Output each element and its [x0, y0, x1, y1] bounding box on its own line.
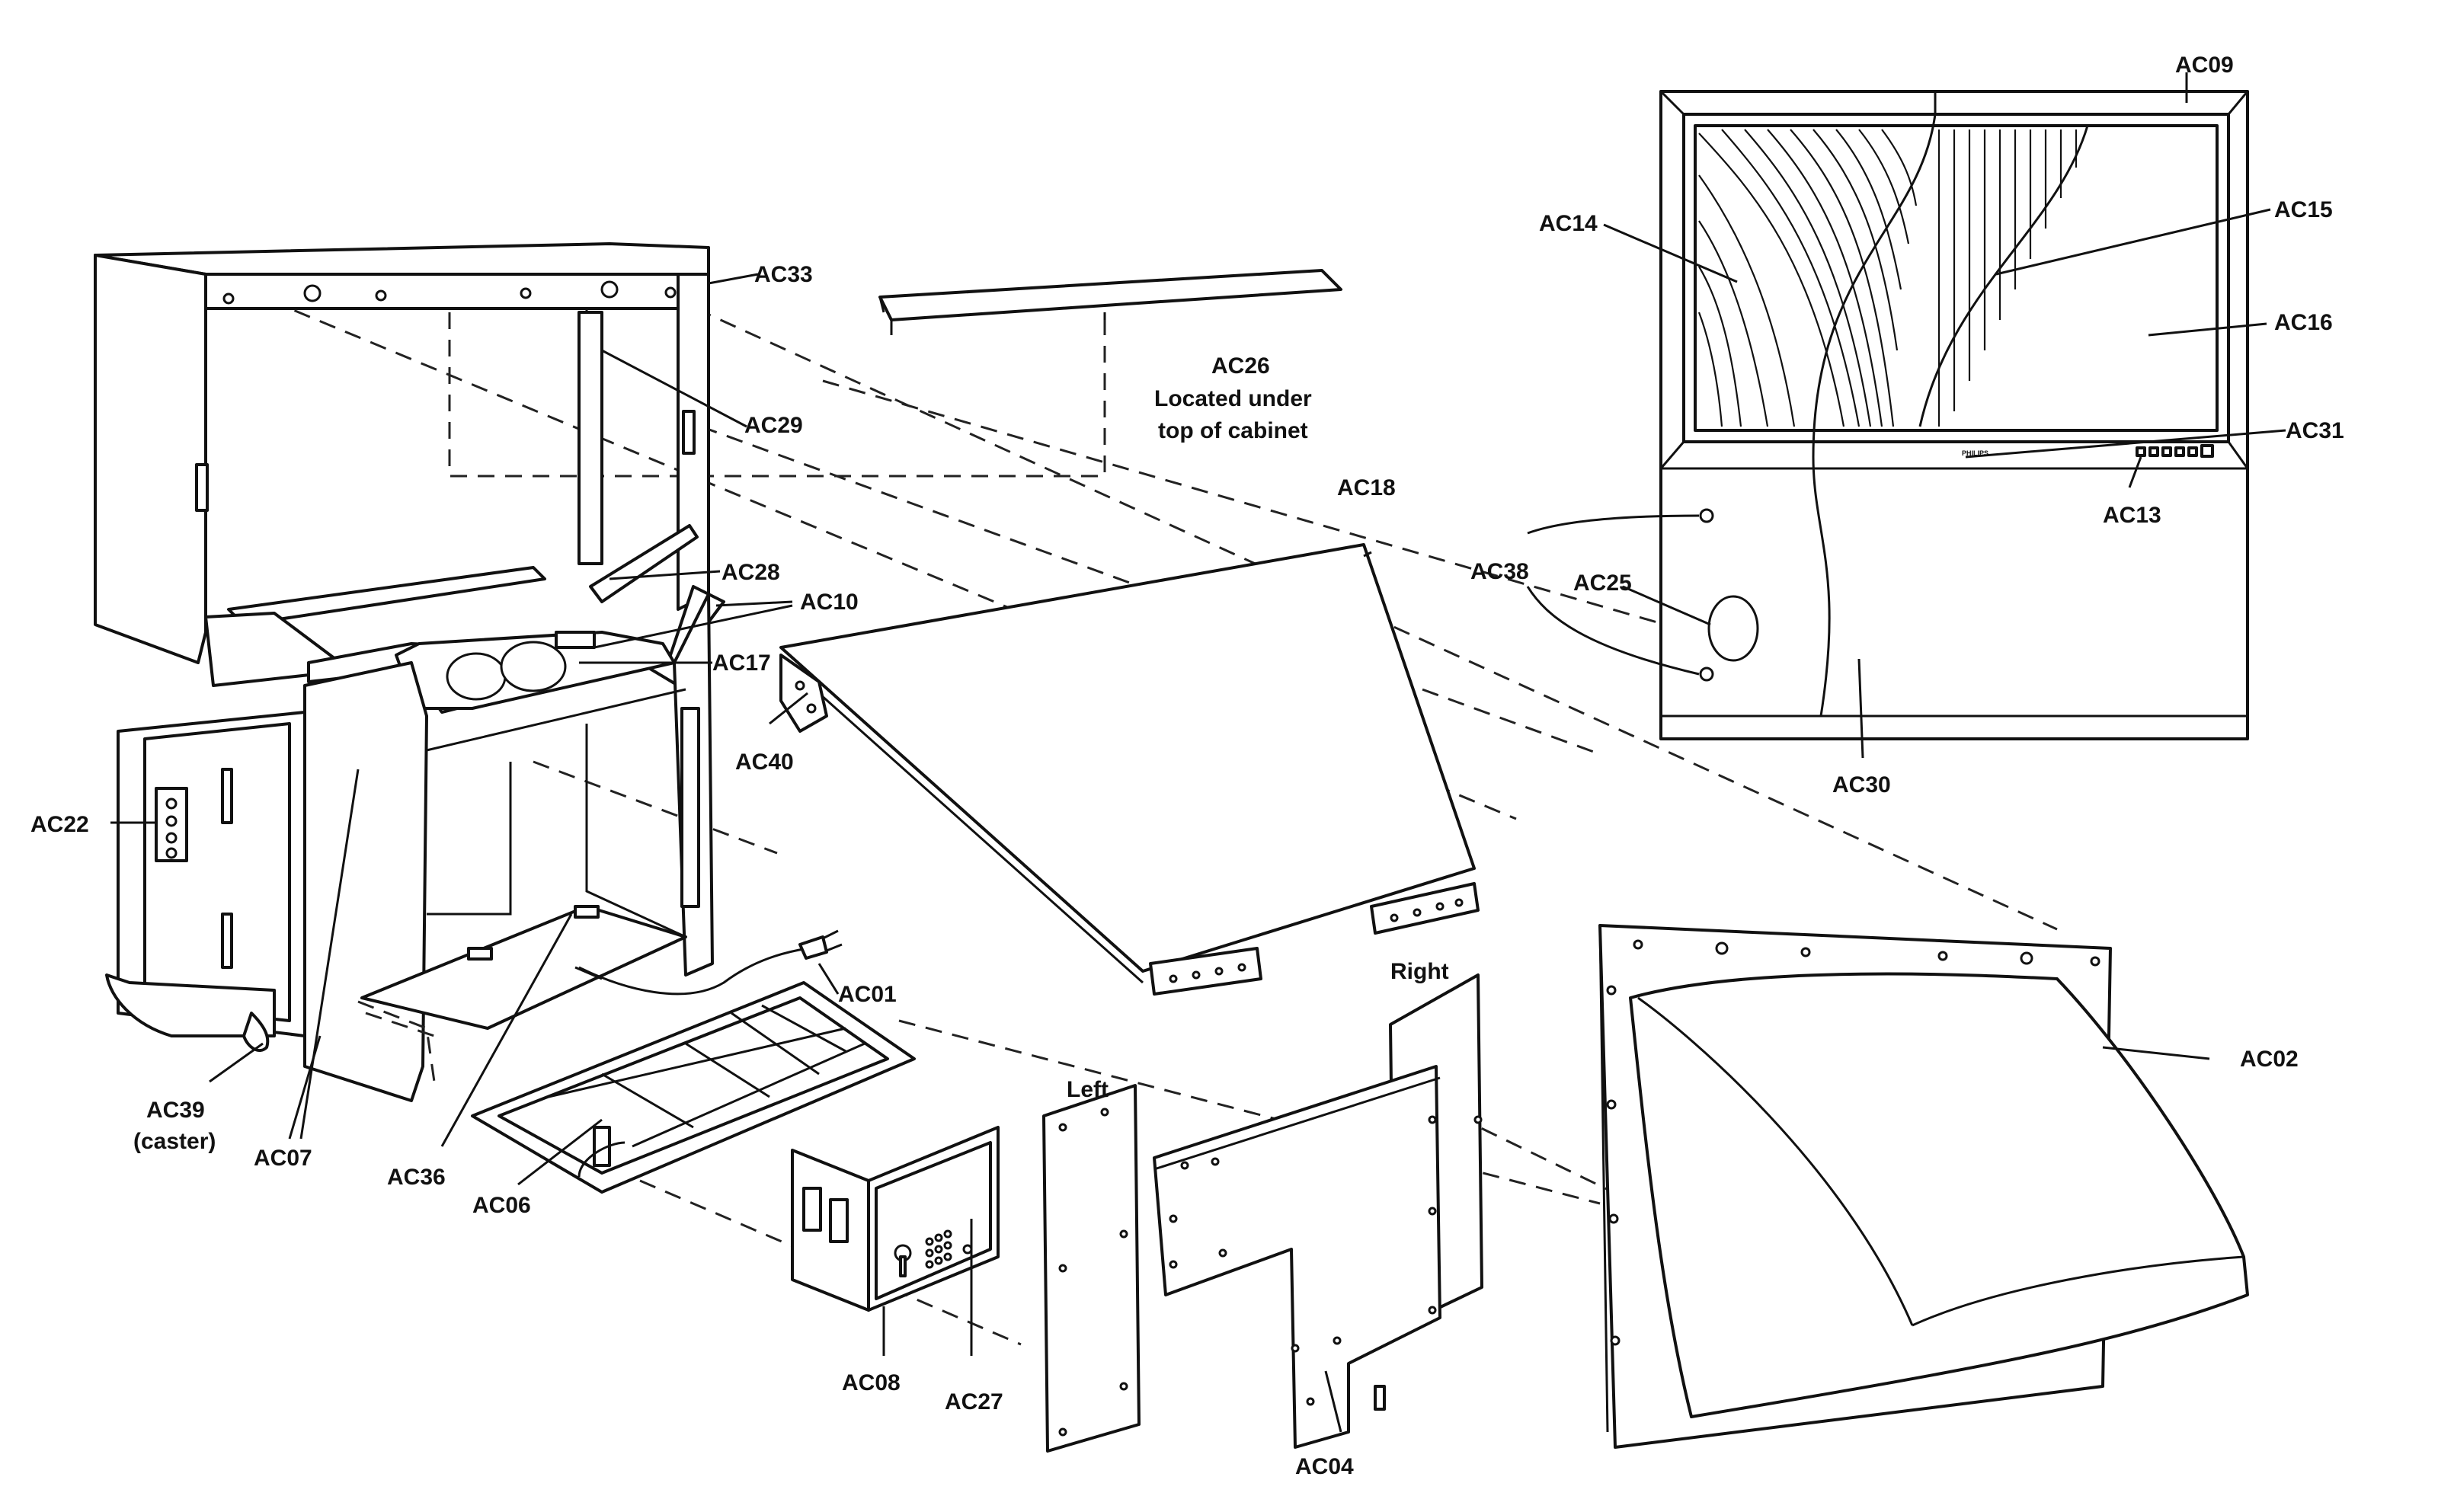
label-ac22: AC22: [30, 812, 89, 837]
tv-front-assembly: PHILIPS: [1659, 90, 2249, 740]
ac18-panel: [779, 543, 1480, 996]
label-ac15: AC15: [2274, 197, 2333, 222]
ac06-base-frame: [471, 981, 916, 1194]
brand-logo: PHILIPS: [1962, 449, 1988, 457]
ac14-curved-hatch: [1697, 129, 1918, 427]
label-ac26: AC26: [1211, 353, 1270, 379]
label-ac36: AC36: [387, 1165, 446, 1190]
label-ac27: AC27: [945, 1389, 1003, 1415]
label-ac08: AC08: [842, 1370, 901, 1395]
label-ac26-note-1: Located under: [1154, 386, 1312, 411]
part-labels: AC33 AC29 AC28 AC10 AC17 AC40 AC26 Locat…: [30, 53, 2344, 1479]
label-left: Left: [1067, 1077, 1109, 1102]
ac26-angle-bar: [878, 269, 1342, 335]
label-ac10: AC10: [800, 590, 859, 615]
label-ac06: AC06: [472, 1193, 531, 1218]
label-ac31: AC31: [2286, 418, 2344, 443]
ac15-line-hatch: [1937, 129, 2078, 427]
label-ac18: AC18: [1337, 475, 1396, 500]
left-side-panel: [1042, 1084, 1141, 1453]
label-right: Right: [1390, 959, 1449, 984]
ac01-power-cord: [578, 929, 843, 996]
label-ac09: AC09: [2175, 53, 2234, 78]
ac08-box: [791, 1126, 1000, 1312]
label-ac26-note-2: top of cabinet: [1158, 418, 1308, 443]
label-ac29: AC29: [744, 413, 803, 438]
label-ac04: AC04: [1295, 1454, 1354, 1479]
label-ac02: AC02: [2240, 1047, 2299, 1072]
label-ac40: AC40: [735, 750, 794, 775]
label-ac33: AC33: [754, 262, 813, 287]
label-ac38: AC38: [1470, 559, 1529, 584]
ac04-panel: [1153, 973, 1483, 1449]
label-ac13: AC13: [2103, 503, 2161, 528]
label-ac17: AC17: [712, 651, 771, 676]
label-ac14: AC14: [1539, 211, 1598, 236]
label-ac39: AC39: [146, 1098, 205, 1123]
label-ac16: AC16: [2274, 310, 2333, 335]
label-ac25: AC25: [1573, 571, 1632, 596]
leader-lines: [110, 72, 2286, 1433]
front-control-buttons: [2136, 444, 2214, 458]
label-ac07: AC07: [254, 1146, 312, 1171]
label-ac01: AC01: [838, 982, 897, 1007]
cabinet: [94, 242, 725, 1102]
label-ac39-note: (caster): [133, 1129, 216, 1154]
label-ac28: AC28: [721, 560, 780, 585]
label-ac30: AC30: [1832, 772, 1891, 798]
ac02-rear-cover: [1598, 924, 2249, 1449]
speaker-grille-dots: [925, 1229, 973, 1269]
